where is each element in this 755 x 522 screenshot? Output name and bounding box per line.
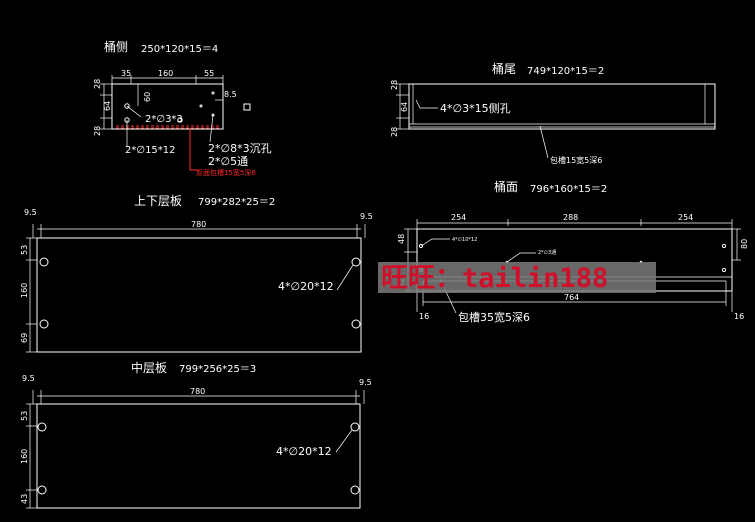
mid-hole [37, 422, 47, 432]
mid-dim-left-bot: 43 [20, 494, 29, 504]
face-note-holes-mid: 2*∅3通 [538, 249, 556, 256]
mid-hole [37, 485, 47, 495]
face-panel-title: 桶面 [494, 179, 518, 194]
side-dim-top-b: 160 [158, 69, 173, 78]
face-note-groove: 包槽35宽5深6 [458, 310, 530, 324]
mid-board-size: 799*256*25＝3 [179, 364, 256, 375]
ul-board-outline [36, 237, 362, 353]
face-dim-corner-right: 16 [734, 312, 744, 321]
side-dim-inner-v: 60 [143, 92, 152, 102]
ul-hole [351, 319, 361, 329]
mid-board-title: 中层板 [131, 360, 167, 375]
side-dim-top-a: 35 [121, 69, 131, 78]
face-panel-size: 796*160*15＝2 [530, 184, 607, 195]
side-dim-left-top: 28 [93, 79, 102, 89]
side-hole [211, 91, 215, 95]
ul-dim-margin-right: 9.5 [360, 212, 373, 221]
face-panel: 桶面 796*160*15＝2 254 288 254 48 32 80 [397, 179, 749, 324]
face-hole [721, 243, 727, 249]
side-note-holes-d: 2*∅5通 [208, 155, 248, 168]
ul-dim-left-top: 53 [20, 245, 29, 255]
mid-note-holes: 4*∅20*12 [276, 445, 332, 458]
ul-dim-left-bot: 69 [20, 333, 29, 343]
face-dim-left-top: 48 [397, 234, 406, 244]
face-dim-bottom: 764 [564, 293, 579, 302]
side-hole [177, 117, 183, 123]
face-dim-top-a: 254 [451, 213, 466, 222]
side-dim-left-bot: 28 [93, 126, 102, 136]
ul-hole [39, 257, 49, 267]
tail-dim-left-mid: 64 [400, 102, 409, 112]
tail-panel-size: 749*120*15＝2 [527, 66, 604, 77]
tail-note-holes: 4*∅3*15侧孔 [440, 102, 511, 115]
tail-dim-left-top: 28 [390, 80, 399, 90]
tail-note-groove: 包槽15宽5深6 [550, 155, 602, 165]
side-note-holes-c: 2*∅8*3沉孔 [208, 142, 272, 155]
ul-note-holes: 4*∅20*12 [278, 280, 334, 293]
watermark-text: 旺旺：tailin188 [381, 263, 608, 294]
ul-dim-left-mid: 160 [20, 283, 29, 298]
ul-dim-width: 780 [191, 220, 206, 229]
face-hole [721, 267, 727, 273]
side-panel-title: 桶侧 [104, 39, 128, 54]
mid-board-outline [36, 403, 361, 509]
side-panel-size: 250*120*15＝4 [141, 44, 218, 55]
face-note-holes-left: 4*∅10*12 [452, 237, 477, 243]
mid-dim-width: 780 [190, 387, 205, 396]
tail-panel-outline [408, 83, 716, 130]
side-dim-top-c: 55 [204, 69, 214, 78]
side-note-groove: 反面包槽15宽5深6 [196, 168, 256, 177]
side-note-holes-a: 2*∅3*3 [145, 114, 183, 125]
face-dim-right: 80 [740, 239, 749, 249]
ul-hole [39, 319, 49, 329]
side-panel-outline [111, 83, 224, 130]
ul-hole [351, 257, 361, 267]
tail-panel-title: 桶尾 [492, 61, 516, 76]
face-dim-top-c: 254 [678, 213, 693, 222]
mid-dim-margin-left: 9.5 [22, 374, 35, 383]
tail-dim-left-bot: 28 [390, 127, 399, 137]
middle-board: 中层板 799*256*25＝3 9.5 9.5 780 53 160 43 4… [20, 360, 372, 509]
mid-dim-left-mid: 160 [20, 449, 29, 464]
side-dim-inner-h: 8.5 [224, 90, 237, 99]
face-dim-top-b: 288 [563, 213, 578, 222]
mid-hole [350, 485, 360, 495]
side-hole [199, 104, 203, 108]
ul-board-size: 799*282*25＝2 [198, 197, 275, 208]
ul-dim-margin-left: 9.5 [24, 208, 37, 217]
side-marker-square [243, 103, 251, 111]
tail-panel: 桶尾 749*120*15＝2 28 64 28 4*∅3*15侧孔 包槽15宽… [390, 61, 716, 165]
mid-hole [350, 422, 360, 432]
face-dim-corner-left: 16 [419, 312, 429, 321]
upper-lower-board: 上下层板 799*282*25＝2 9.5 9.5 780 53 160 69 … [20, 194, 373, 353]
watermark: 旺旺：tailin188 [378, 262, 656, 294]
side-panel: 桶侧 250*120*15＝4 35 160 55 28 64 28 60 8.… [93, 39, 272, 177]
mid-dim-margin-right: 9.5 [359, 378, 372, 387]
side-note-holes-b: 2*∅15*12 [125, 145, 176, 156]
ul-board-title: 上下层板 [134, 194, 182, 208]
side-dim-left-mid: 64 [103, 101, 112, 111]
mid-dim-left-top: 53 [20, 411, 29, 421]
